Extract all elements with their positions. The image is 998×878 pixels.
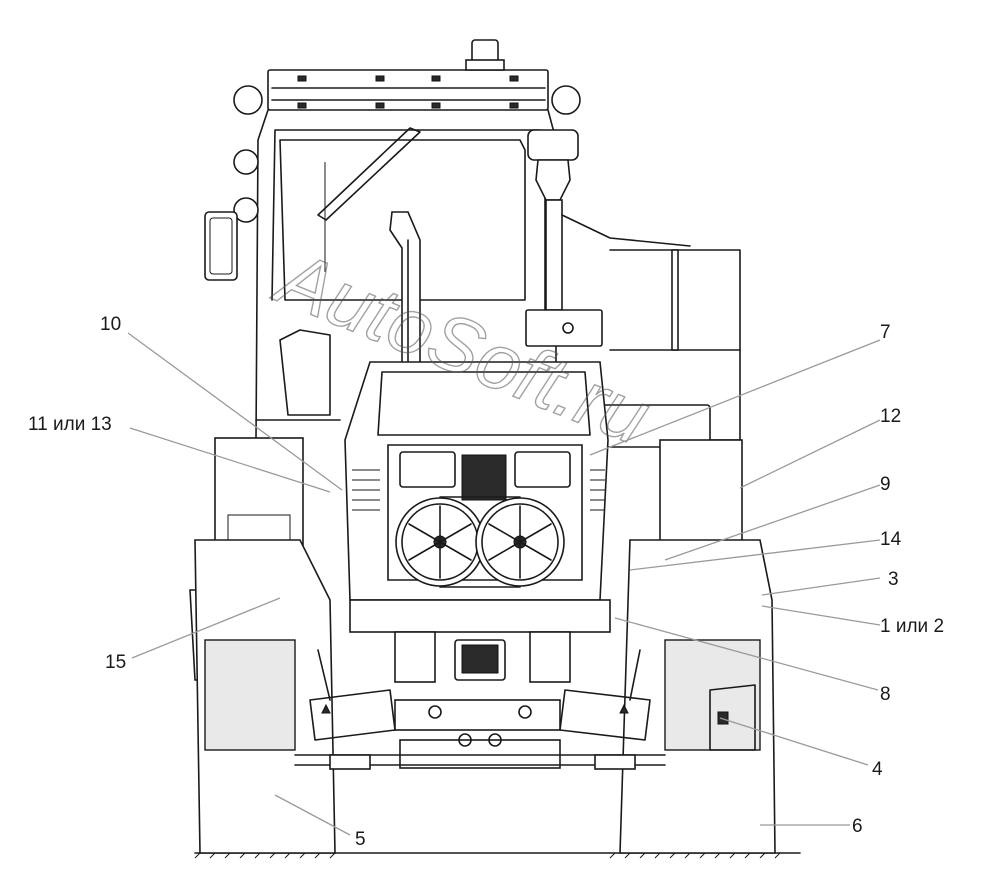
air-intake: [525, 129, 691, 347]
leader-3: [761, 577, 881, 596]
callout-14: 14: [880, 529, 902, 550]
mudflap-left: [204, 639, 296, 751]
callout-10: 10: [100, 314, 121, 335]
leader-12: [739, 419, 881, 489]
leader-14: [629, 539, 881, 571]
work-lamp-right: [551, 85, 581, 115]
rear-frame: [349, 599, 611, 633]
callout-9: 9: [880, 474, 891, 495]
grille-block: [461, 454, 507, 501]
belt-pulleys: [395, 496, 565, 588]
callout-5: 5: [355, 829, 366, 850]
warning-sign-right: [619, 703, 629, 714]
side-lamp-left: [233, 149, 259, 175]
warning-sign-left: [321, 703, 331, 714]
callout-15: 15: [105, 652, 126, 673]
leader-15: [131, 597, 281, 659]
callout-12: 12: [880, 406, 901, 427]
leader-5: [274, 794, 351, 836]
callout-7: 7: [880, 322, 891, 343]
leader-11: [129, 427, 331, 493]
callout-3: 3: [888, 569, 899, 590]
pulley-left: [395, 497, 485, 587]
leader-4: [719, 717, 869, 766]
roof: [267, 69, 549, 111]
leader-10: [127, 332, 343, 491]
callout-4: 4: [872, 759, 883, 780]
pulley-right: [475, 497, 565, 587]
leader-9: [664, 484, 881, 561]
lamps: [204, 85, 581, 281]
beacon-lamp: [471, 39, 499, 63]
callout-11-13: 11 или 13: [28, 414, 112, 435]
wheels: [194, 539, 776, 854]
callouts: 10 11 или 13 7 12 9 14 3 1 или 2 8 4 6 5…: [28, 314, 944, 850]
leader-lines: [127, 332, 881, 836]
callout-6: 6: [852, 816, 863, 837]
leader-8: [614, 617, 879, 691]
mudflap-right: [664, 639, 761, 751]
callout-8: 8: [880, 684, 891, 705]
platform-right: [599, 249, 741, 448]
callout-1-2: 1 или 2: [880, 616, 944, 637]
leader-7: [589, 339, 881, 456]
rear-hitch: [294, 599, 666, 770]
leader-1: [761, 605, 881, 626]
cab: [255, 39, 557, 441]
mirror-left: [204, 211, 238, 281]
work-lamp-left: [233, 85, 263, 115]
drawbar: [394, 699, 561, 731]
